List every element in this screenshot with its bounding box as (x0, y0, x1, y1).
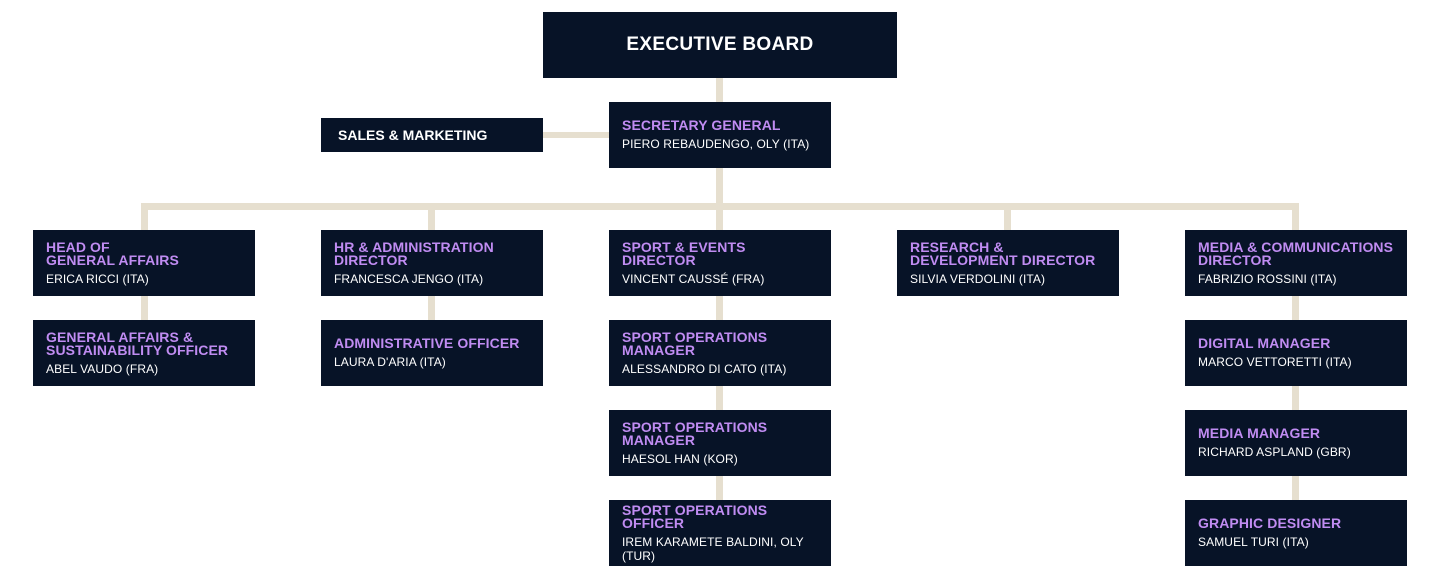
person-name: SAMUEL TURI (ITA) (1198, 535, 1309, 549)
role-title: MEDIA & COMMUNICATIONS DIRECTOR (1198, 238, 1407, 268)
connector-bus-to-general-affairs (141, 203, 148, 230)
org-box-digital-manager: DIGITAL MANAGER MARCO VETTORETTI (ITA) (1185, 320, 1407, 386)
connector-sport-3 (716, 476, 723, 500)
person-name: FRANCESCA JENGO (ITA) (334, 271, 484, 286)
org-box-media-communications-director: MEDIA & COMMUNICATIONS DIRECTOR FABRIZIO… (1185, 230, 1407, 296)
connector-board-to-secretary (716, 78, 723, 102)
role-title-line: MEDIA & COMMUNICATIONS (1198, 238, 1394, 255)
role-title-line: HEAD OF (46, 238, 110, 255)
connector-media-2 (1292, 386, 1299, 410)
role-title: SPORT OPERATIONS OFFICER (622, 501, 831, 531)
role-title-line: OFFICER (622, 514, 685, 531)
connector-hr-1 (428, 296, 435, 320)
role-title: HR & ADMINISTRATION DIRECTOR (334, 238, 543, 268)
role-title: SPORT & EVENTS DIRECTOR (622, 238, 831, 268)
role-title-line: HR & ADMINISTRATION (334, 238, 494, 255)
role-title-line: SPORT OPERATIONS (622, 328, 768, 345)
person-name: MARCO VETTORETTI (ITA) (1198, 355, 1352, 369)
person-name: ALESSANDRO DI CATO (ITA) (622, 361, 787, 376)
person-name: SILVIA VERDOLINI (ITA) (910, 271, 1046, 286)
role-title: DIGITAL MANAGER (1198, 335, 1407, 351)
role-title: RESEARCH & DEVELOPMENT DIRECTOR (910, 238, 1119, 268)
role-title-line: GRAPHIC DESIGNER (1198, 515, 1342, 531)
org-box-sport-events-director: SPORT & EVENTS DIRECTOR VINCENT CAUSSÉ (… (609, 230, 831, 296)
role-title-line: MANAGER (622, 431, 696, 448)
sales-marketing-label: SALES & MARKETING (338, 127, 488, 143)
role-title: SPORT OPERATIONS MANAGER (622, 418, 831, 448)
role-title: ADMINISTRATIVE OFFICER (334, 335, 543, 351)
org-box-administrative-officer: ADMINISTRATIVE OFFICER LAURA D'ARIA (ITA… (321, 320, 543, 386)
role-title: MEDIA MANAGER (1198, 425, 1407, 441)
role-title-line: GENERAL AFFAIRS (46, 251, 179, 268)
role-title-line: MEDIA MANAGER (1198, 425, 1321, 441)
org-box-head-of-general-affairs: HEAD OF GENERAL AFFAIRS ERICA RICCI (ITA… (33, 230, 255, 296)
connector-sales-to-secretary (543, 132, 609, 138)
person-name: RICHARD ASPLAND (GBR) (1198, 445, 1351, 459)
role-title: GRAPHIC DESIGNER (1198, 515, 1407, 531)
role-title: HEAD OF GENERAL AFFAIRS (46, 238, 255, 268)
connector-media-1 (1292, 296, 1299, 320)
role-title-line: SPORT & EVENTS (622, 238, 746, 255)
role-title-line: SPORT OPERATIONS (622, 501, 768, 518)
role-title-line: MANAGER (622, 341, 696, 358)
executive-board-label: EXECUTIVE BOARD (626, 34, 814, 55)
executive-board-box: EXECUTIVE BOARD (543, 12, 897, 78)
role-title-line: RESEARCH & (910, 238, 1004, 255)
org-box-sport-operations-manager-2: SPORT OPERATIONS MANAGER HAESOL HAN (KOR… (609, 410, 831, 476)
org-box-media-manager: MEDIA MANAGER RICHARD ASPLAND (GBR) (1185, 410, 1407, 476)
role-title-line: GENERAL AFFAIRS & (46, 328, 194, 345)
role-title-line: DIRECTOR (334, 251, 408, 268)
connector-bus-to-sport (716, 203, 723, 230)
org-box-general-affairs-sustainability-officer: GENERAL AFFAIRS & SUSTAINABILITY OFFICER… (33, 320, 255, 386)
connector-bus-to-media (1292, 203, 1299, 230)
role-title-line: SPORT OPERATIONS (622, 418, 768, 435)
connector-sport-1 (716, 296, 723, 320)
person-name: LAURA D'ARIA (ITA) (334, 355, 446, 369)
role-title-line: DIRECTOR (622, 251, 696, 268)
person-name: ERICA RICCI (ITA) (46, 271, 149, 286)
role-title-line: DEVELOPMENT DIRECTOR (910, 251, 1096, 268)
secretary-general-box: SECRETARY GENERAL PIERO REBAUDENGO, OLY … (609, 102, 831, 168)
connector-sport-2 (716, 386, 723, 410)
connector-bus-to-hr (428, 203, 435, 230)
connector-bus-to-research (1004, 203, 1011, 230)
org-box-research-development-director: RESEARCH & DEVELOPMENT DIRECTOR SILVIA V… (897, 230, 1119, 296)
person-name: IREM KARAMETE BALDINI, OLY (TUR) (622, 534, 804, 563)
person-name: ABEL VAUDO (FRA) (46, 361, 159, 376)
org-box-sport-operations-manager-1: SPORT OPERATIONS MANAGER ALESSANDRO DI C… (609, 320, 831, 386)
role-title-line: DIGITAL MANAGER (1198, 335, 1331, 351)
person-name: VINCENT CAUSSÉ (FRA) (622, 271, 765, 286)
person-name: HAESOL HAN (KOR) (622, 451, 738, 466)
connector-media-3 (1292, 476, 1299, 500)
role-title-line: DIRECTOR (1198, 251, 1272, 268)
role-title: GENERAL AFFAIRS & SUSTAINABILITY OFFICER (46, 328, 255, 358)
role-title-line: SUSTAINABILITY OFFICER (46, 341, 229, 358)
role-title-line: SECRETARY GENERAL (622, 117, 781, 133)
org-box-graphic-designer: GRAPHIC DESIGNER SAMUEL TURI (ITA) (1185, 500, 1407, 566)
role-title-line: ADMINISTRATIVE OFFICER (334, 335, 520, 351)
person-name: FABRIZIO ROSSINI (ITA) (1198, 271, 1337, 286)
connector-secretary-to-bus (716, 168, 723, 206)
org-box-hr-administration-director: HR & ADMINISTRATION DIRECTOR FRANCESCA J… (321, 230, 543, 296)
org-box-sport-operations-officer: SPORT OPERATIONS OFFICER IREM KARAMETE B… (609, 500, 831, 566)
person-name: PIERO REBAUDENGO, OLY (ITA) (622, 137, 810, 151)
role-title: SECRETARY GENERAL (622, 117, 831, 133)
connector-general-affairs-1 (141, 296, 148, 320)
role-title: SPORT OPERATIONS MANAGER (622, 328, 831, 358)
sales-marketing-box: SALES & MARKETING (321, 118, 543, 152)
